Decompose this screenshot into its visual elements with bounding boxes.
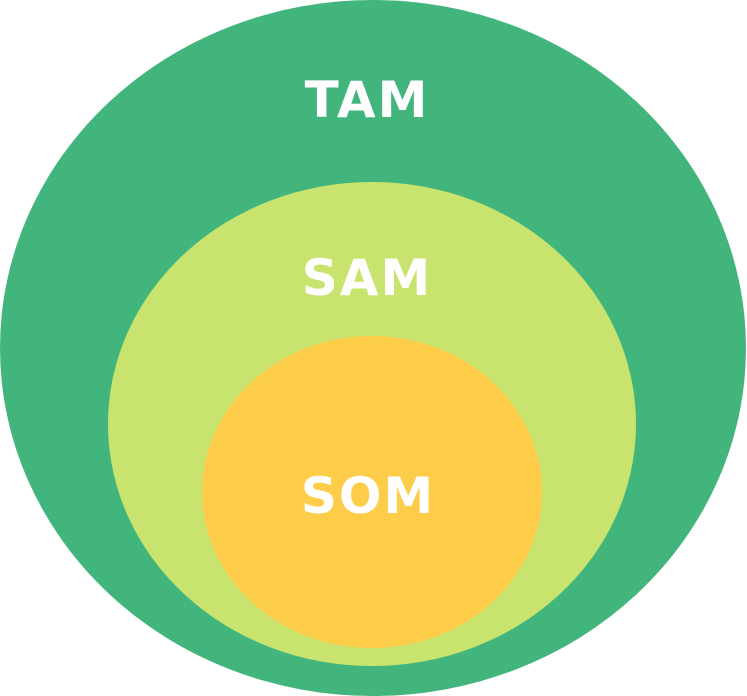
som-ellipse — [202, 336, 542, 648]
som-label: SOM — [301, 467, 435, 525]
sam-label: SAM — [302, 249, 432, 307]
tam-label: TAM — [305, 71, 430, 129]
